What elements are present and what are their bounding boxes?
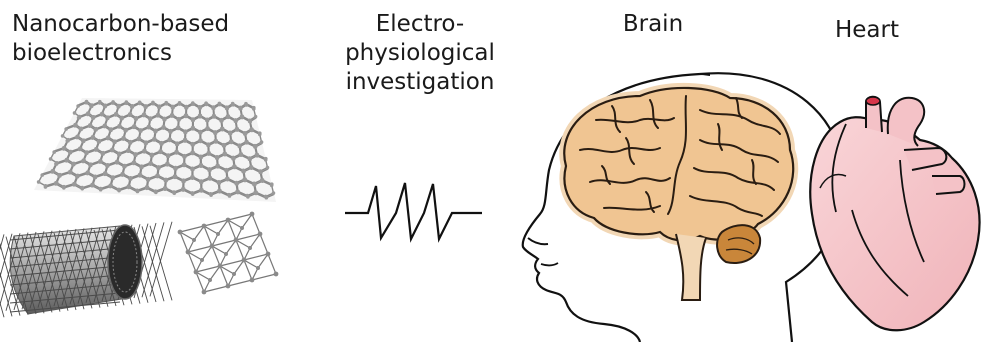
ecg-signal-icon [345, 183, 482, 239]
diamond-lattice-icon [178, 212, 279, 295]
graphene-sheet-icon [34, 98, 276, 202]
carbon-nanotube-icon [0, 222, 172, 319]
heart-icon [810, 97, 979, 331]
brain-icon [564, 88, 793, 300]
